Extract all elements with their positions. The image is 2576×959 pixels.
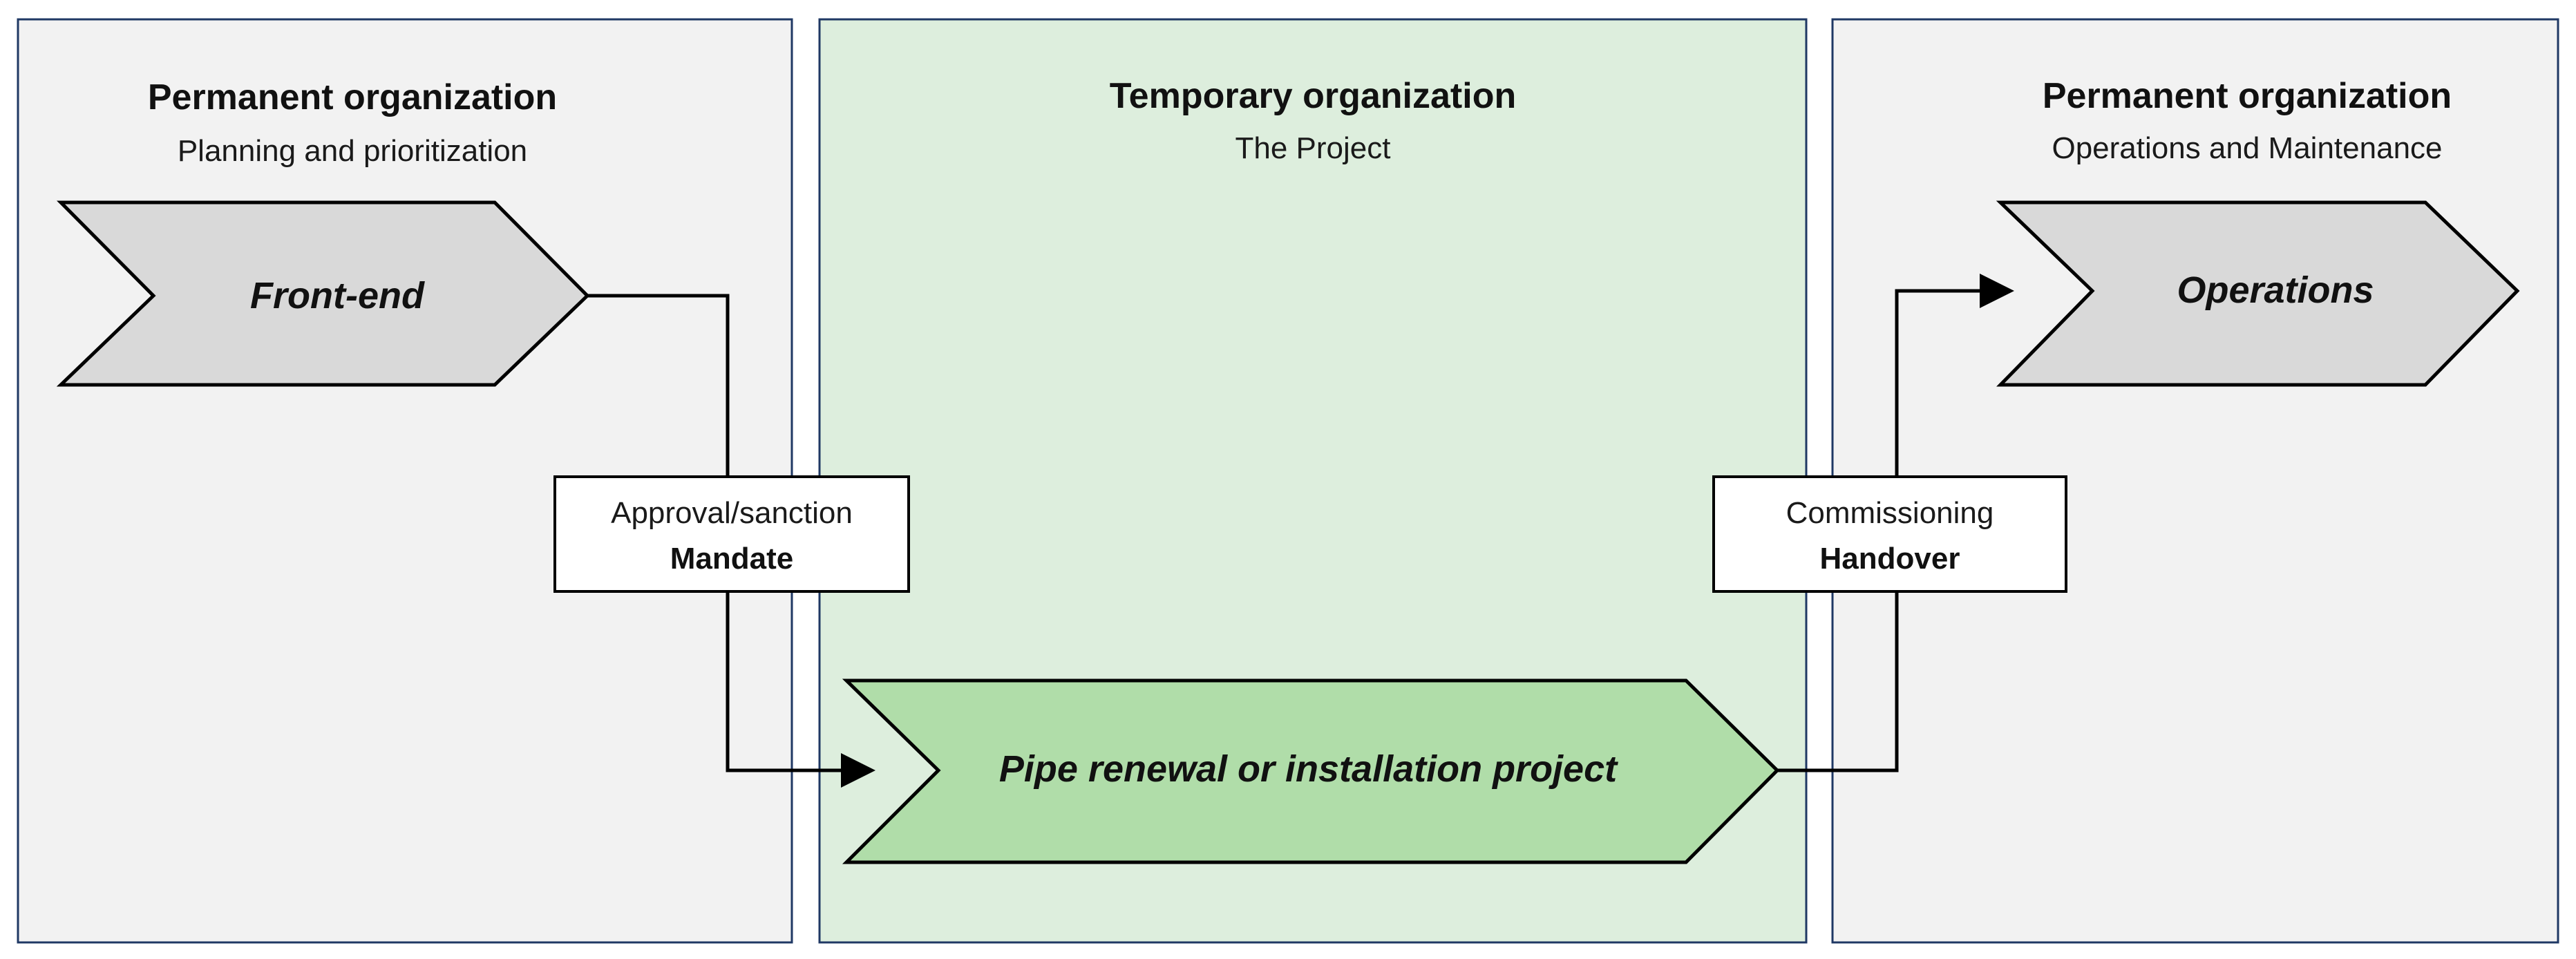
mandate-box bbox=[553, 475, 910, 593]
front-end-chevron bbox=[56, 200, 590, 387]
right-panel-subtitle: Operations and Maintenance bbox=[2052, 131, 2442, 165]
left-panel-subtitle: Planning and prioritization bbox=[178, 134, 527, 168]
handover-box bbox=[1712, 475, 2067, 593]
operations-label: Operations bbox=[2177, 269, 2374, 311]
left-panel-title: Permanent organization bbox=[148, 77, 557, 117]
front-end-label: Front-end bbox=[250, 275, 425, 316]
mandate-box-line2: Mandate bbox=[670, 542, 793, 576]
middle-panel-subtitle: The Project bbox=[1235, 131, 1391, 165]
operations-chevron bbox=[1996, 200, 2520, 387]
handover-box-line1: Commissioning bbox=[1786, 496, 1994, 530]
right-panel-title: Permanent organization bbox=[2043, 76, 2452, 116]
project-chevron bbox=[842, 678, 1780, 864]
project-label: Pipe renewal or installation project bbox=[999, 748, 1618, 790]
handover-box-line2: Handover bbox=[1820, 542, 1960, 576]
mandate-box-line1: Approval/sanction bbox=[611, 496, 853, 530]
middle-panel-title: Temporary organization bbox=[1110, 76, 1516, 116]
